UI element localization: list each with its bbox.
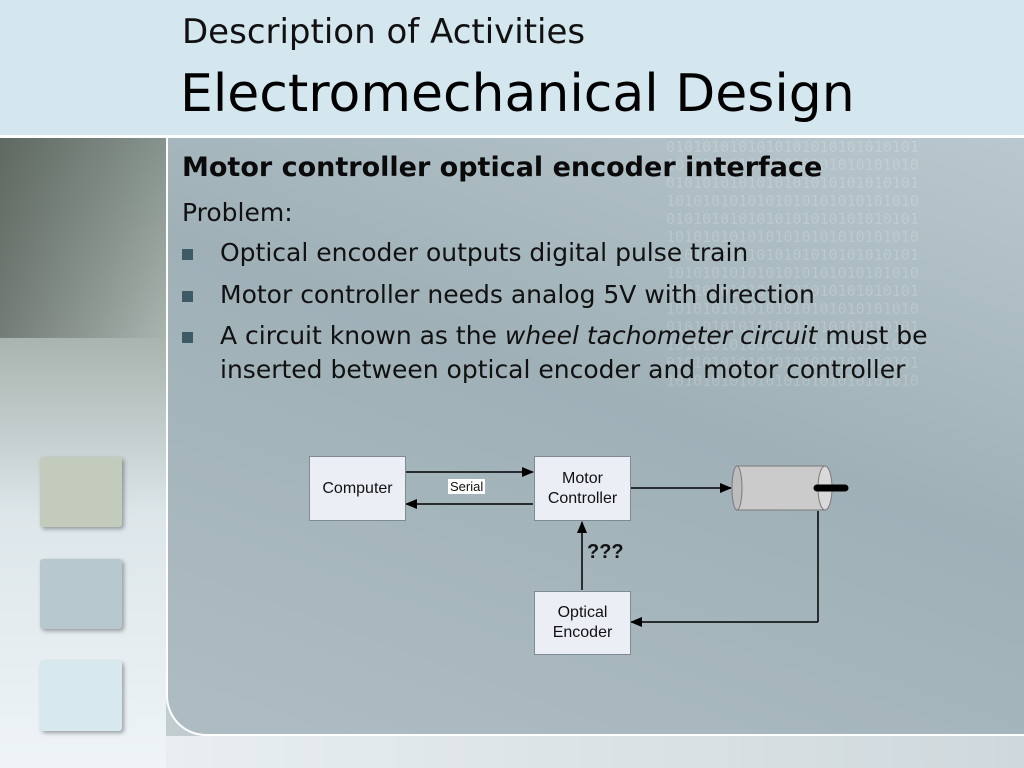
decorative-swatch-1 [40,457,122,527]
motor-icon [731,465,849,511]
header-divider [0,135,1024,138]
title-bar [0,0,1024,135]
section-heading: Motor controller optical encoder interfa… [182,152,823,183]
problem-label: Problem: [182,198,293,227]
bullet-item-3-text: A circuit known as the [220,321,505,350]
optical-encoder-label-line2: Encoder [552,624,613,641]
motor-controller-box: Motor Controller [534,456,631,521]
bottom-strip [166,736,1024,768]
square-bullet-icon [182,291,193,302]
bullet-item-3-continuation: inserted between optical encoder and mot… [220,355,906,384]
decorative-swatch-2 [40,559,122,629]
bullet-item-3-tail: must be [817,321,928,350]
optical-encoder-label-line1: Optical [557,604,608,621]
bullet-item-3: A circuit known as the wheel tachometer … [220,321,927,350]
motor-controller-label-line1: Motor [562,469,603,487]
diagram-wiring [405,465,849,627]
slide-title: Electromechanical Design [180,64,855,124]
decorative-swatch-3 [40,661,122,731]
square-bullet-icon [182,332,193,343]
bullet-item-3-emphasis: wheel tachometer circuit [504,321,818,350]
computer-label: Computer [322,479,393,497]
motor-controller-label-line2: Controller [547,489,618,507]
optical-encoder-box: Optical Encoder [534,591,631,655]
block-diagram: Computer Serial Motor Controller ??? Opt… [300,450,860,665]
bullet-item-2: Motor controller needs analog 5V with di… [220,280,815,309]
serial-label: Serial [448,479,486,494]
slide-subtitle: Description of Activities [182,12,586,52]
square-bullet-icon [182,249,193,260]
computer-box: Computer [309,456,406,521]
unknown-circuit-label: ??? [587,541,624,563]
bullet-item-1: Optical encoder outputs digital pulse tr… [220,238,749,267]
binary-pattern-background: 0101010101010101010101010101 10101010101… [666,138,919,390]
